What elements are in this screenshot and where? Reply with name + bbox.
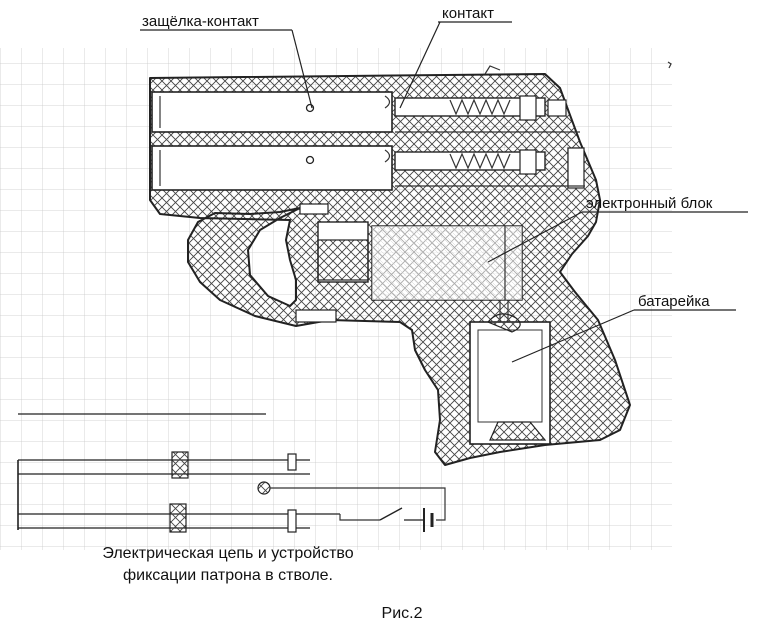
- switch-symbol: [379, 507, 403, 521]
- firing-pin-channels: [394, 95, 585, 189]
- corner-mark: [667, 61, 672, 69]
- rear-sight: [484, 65, 501, 75]
- electronic-block: [371, 225, 523, 301]
- trigger: [295, 203, 369, 323]
- caption-line-2: фиксации патрона в стволе.: [123, 567, 333, 584]
- label-electronic-block: электронный блок: [586, 195, 713, 212]
- caption-line-1: Электрическая цепь и устройство: [102, 545, 353, 562]
- latch-pin-upper: [305, 103, 315, 113]
- contact-node: [257, 481, 271, 495]
- spring-upper: [449, 98, 511, 116]
- label-latch-contact: защёлка-контакт: [142, 13, 259, 30]
- barrel-bores: [151, 91, 393, 191]
- figure-number: Рис.2: [382, 605, 423, 622]
- label-battery: батарейка: [638, 293, 710, 310]
- latch-pin-lower: [305, 155, 315, 165]
- latch-contact-lower: [169, 503, 187, 533]
- latch-contact-upper: [171, 451, 189, 479]
- spring-lower: [449, 152, 511, 170]
- circuit-schematic: [17, 413, 446, 533]
- leader-lines: [140, 21, 748, 363]
- battery-compartment: [469, 300, 551, 445]
- label-contact: контакт: [442, 5, 494, 22]
